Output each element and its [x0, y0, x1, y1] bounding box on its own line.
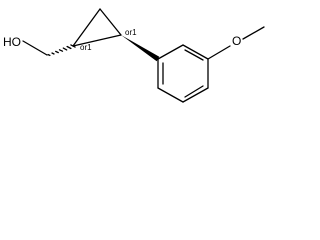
stereo-descriptor-c1: or1: [80, 43, 92, 52]
bond-o-ch2: [22, 40, 48, 56]
methoxy-oxygen-label: O: [232, 34, 241, 48]
benzene-ring: [157, 44, 209, 103]
bond-ring-c1-c3: [72, 8, 101, 47]
bond-ring-c1-c2: [72, 34, 122, 47]
molecule-structure: HO or1 or1 O: [3, 8, 265, 103]
bond-ring-o: [207, 45, 231, 60]
hashed-wedge-bond: [47, 44, 76, 57]
stereo-descriptor-c2: or1: [125, 28, 137, 37]
bond-ring-c3-c2: [99, 8, 122, 36]
bond-o-methyl: [242, 26, 265, 40]
hydroxyl-label: HO: [3, 35, 21, 49]
solid-wedge-bond: [121, 35, 160, 62]
